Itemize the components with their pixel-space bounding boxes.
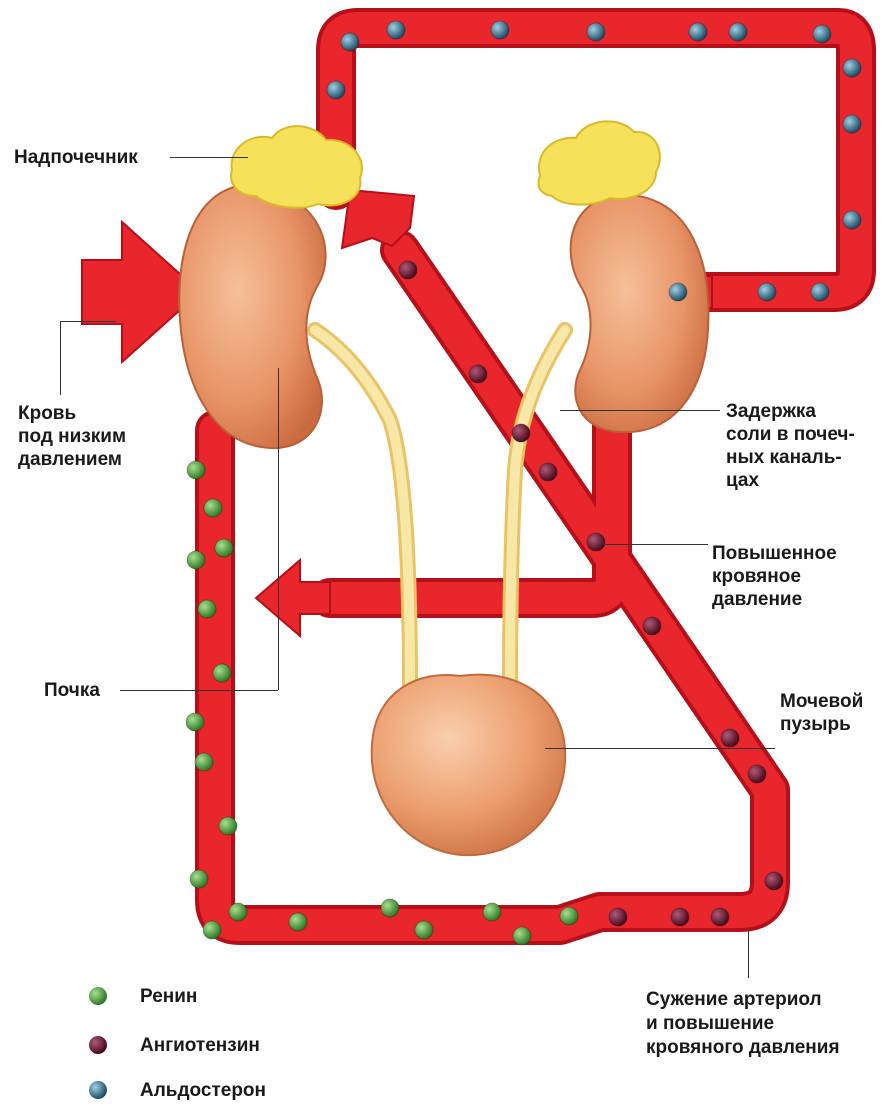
legend-angiotensin-dot — [89, 1036, 107, 1054]
aldosterone-particle — [587, 23, 605, 41]
aldosterone-particle — [811, 283, 829, 301]
legend-aldosterone-dot — [89, 1081, 107, 1099]
legend-label-aldosterone: Альдостерон — [140, 1079, 266, 1102]
angiotensin-particle — [512, 424, 530, 442]
adrenal-glands — [231, 121, 660, 207]
angiotensin-particle — [587, 533, 605, 551]
leader-constriction — [748, 930, 749, 978]
aldosterone-particle — [843, 211, 861, 229]
high-pressure-arrow — [256, 560, 330, 636]
leader-low-pressure-h — [60, 321, 116, 322]
label-salt-retention: Задержка соли в почеч- ных каналь- цах — [726, 400, 855, 492]
angiotensin-particle — [711, 908, 729, 926]
aldosterone-particle — [843, 59, 861, 77]
angiotensin-particle — [721, 729, 739, 747]
renin-particle — [198, 600, 216, 618]
renin-particle — [289, 913, 307, 931]
label-low-pressure: Кровь под низким давлением — [18, 402, 126, 471]
leader-kidney-h — [120, 690, 278, 691]
right-adrenal-gland — [539, 121, 660, 204]
renin-particle — [381, 899, 399, 917]
angiotensin-particle — [643, 617, 661, 635]
renin-particle — [483, 903, 501, 921]
renin-particle — [190, 870, 208, 888]
leader-high-pressure — [598, 544, 708, 545]
aldosterone-particle — [327, 81, 345, 99]
renin-particle — [215, 539, 233, 557]
angiotensin-particle — [609, 908, 627, 926]
leader-low-pressure-v — [60, 321, 61, 395]
leader-kidney-v — [278, 368, 279, 690]
aldosterone-particle — [729, 23, 747, 41]
label-bladder: Мочевой пузырь — [780, 690, 863, 736]
label-kidney: Почка — [44, 679, 100, 702]
aldosterone-particle — [758, 283, 776, 301]
legend-renin-dot — [89, 987, 107, 1005]
renin-particle — [187, 461, 205, 479]
renin-particle — [513, 927, 531, 945]
renin-particle — [203, 921, 221, 939]
renin-particle — [213, 664, 231, 682]
angiotensin-particle — [469, 365, 487, 383]
renin-particle — [219, 817, 237, 835]
legend-label-renin: Ренин — [140, 985, 197, 1008]
renin-particle — [415, 921, 433, 939]
label-constriction: Сужение артериол и повышение кровяного д… — [646, 988, 840, 1060]
aldosterone-particle — [387, 21, 405, 39]
angiotensin-particle — [765, 872, 783, 890]
bladder — [372, 675, 565, 856]
legend-markers — [89, 987, 107, 1099]
label-adrenal: Надпочечник — [14, 146, 138, 169]
aldosterone-particle — [341, 33, 359, 51]
angiotensin-particle — [399, 261, 417, 279]
aldosterone-particle — [813, 25, 831, 43]
legend-label-angiotensin: Ангиотензин — [140, 1034, 260, 1057]
label-high-pressure: Повышенное кровяное давление — [712, 542, 837, 611]
right-kidney — [571, 195, 709, 432]
aldosterone-particle — [491, 21, 509, 39]
ureters — [315, 330, 565, 690]
renin-particle — [186, 713, 204, 731]
aldosterone-particle — [669, 283, 687, 301]
angiotensin-particle — [671, 908, 689, 926]
angiotensin-particle — [539, 463, 557, 481]
angiotensin-particle — [748, 765, 766, 783]
renin-particle — [560, 907, 578, 925]
aldosterone-particle — [843, 115, 861, 133]
left-kidney — [179, 185, 325, 448]
renin-particle — [204, 499, 222, 517]
leader-salt — [560, 410, 720, 411]
leader-adrenal — [170, 157, 248, 158]
renin-particle — [187, 551, 205, 569]
leader-bladder — [545, 748, 775, 749]
renin-particle — [195, 753, 213, 771]
aldosterone-particle — [689, 23, 707, 41]
renin-particle — [229, 903, 247, 921]
